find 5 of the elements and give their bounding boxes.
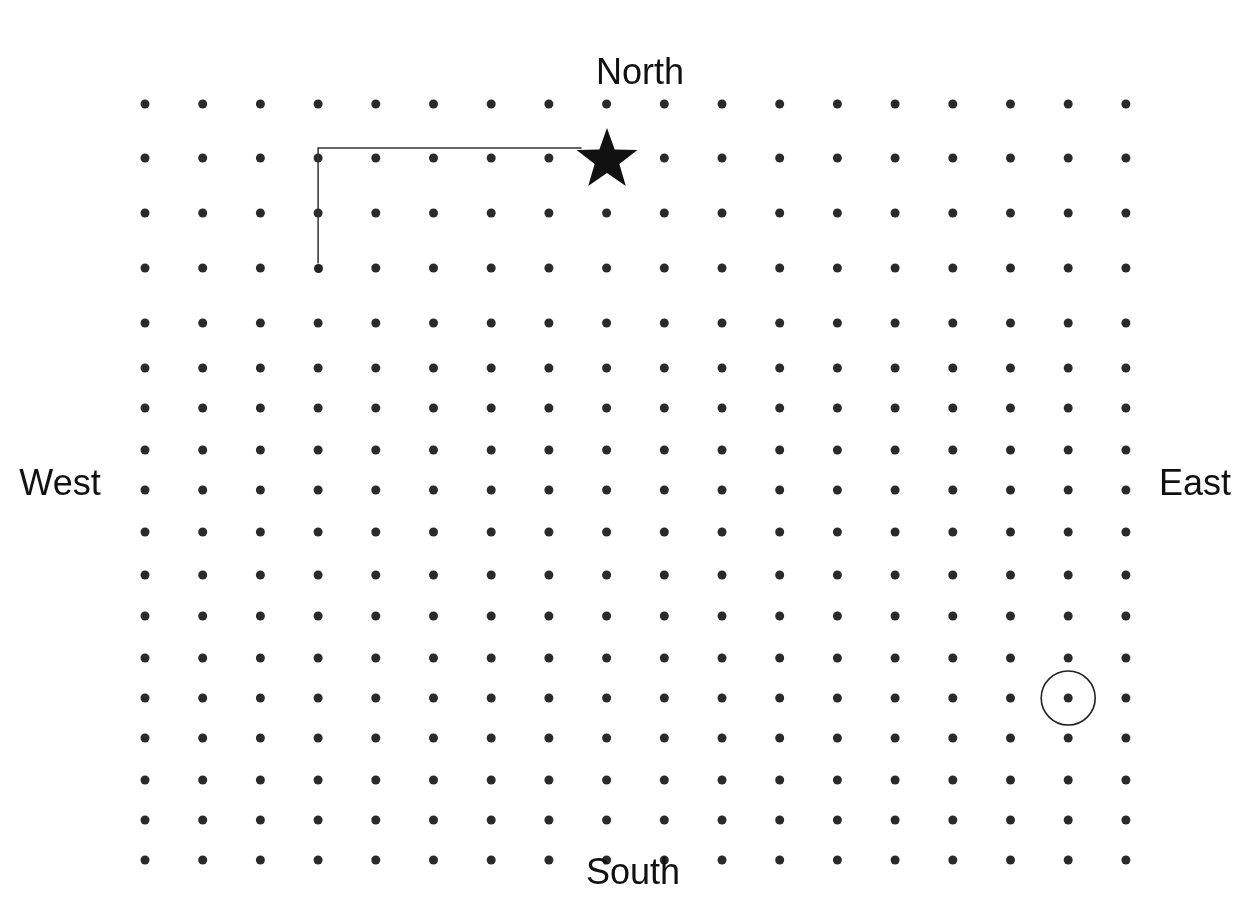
direction-label: North	[596, 54, 684, 90]
direction-label: East	[1159, 465, 1231, 501]
direction-label: South	[585, 854, 681, 890]
direction-label: West	[19, 465, 101, 501]
path-line	[317, 147, 583, 265]
